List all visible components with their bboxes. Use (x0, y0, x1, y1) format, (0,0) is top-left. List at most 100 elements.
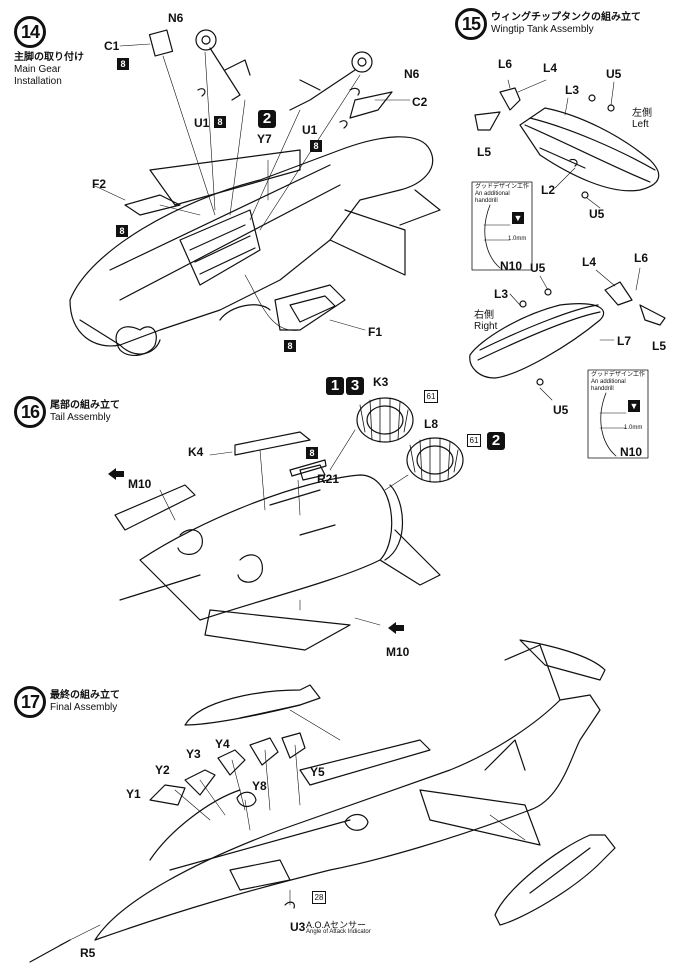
part-label-u1: U1 (194, 116, 210, 130)
step-14-title-en: Main Gear Installation (14, 64, 62, 87)
left-side-label: 左側 Left (632, 108, 652, 130)
left-side-en: Left (632, 119, 649, 130)
part-label-f1: F1 (368, 325, 383, 339)
color-badge-k3-1: 1 (326, 377, 344, 395)
part-label-r21: R21 (317, 472, 340, 486)
step14-gear-parts (124, 29, 393, 331)
part-label-n10-b: N10 (620, 445, 643, 459)
right-side-jp: 右側 (474, 310, 494, 321)
drill-size-a: 1.0mm (508, 236, 527, 242)
part-label-n6: N6 (168, 11, 184, 25)
part-label-l5-right: L5 (652, 339, 667, 353)
part-label-y8: Y8 (252, 779, 267, 793)
cement-badge-r21: 8 (306, 447, 318, 459)
step17-parts (29, 684, 616, 963)
part-label-n10: N10 (500, 259, 523, 273)
part-label-y2: Y2 (155, 763, 170, 777)
part-label-l4-right: L4 (582, 255, 597, 269)
step-17-title-en: Final Assembly (50, 702, 118, 713)
part-label-l7: L7 (617, 334, 632, 348)
paint-badge-l8: 61 (467, 434, 481, 447)
cement-badge-u1: 8 (214, 116, 226, 128)
step-15-title: ウィングチップタンクの組み立て Wingtip Tank Assembly (491, 12, 641, 36)
paint-badge-u3: 28 (312, 891, 326, 904)
drill-note-a-en2: handdrill (475, 198, 498, 204)
step-15-title-en: Wingtip Tank Assembly (491, 24, 594, 35)
part-label-u5-b: U5 (589, 207, 605, 221)
step-14-title-jp: 主脚の取り付け (14, 52, 84, 63)
part-label-l3: L3 (565, 83, 580, 97)
step15-drill-inset-a (471, 181, 533, 271)
step-16-title: 尾部の組み立て Tail Assembly (50, 400, 120, 424)
step17-leader-lines (59, 709, 526, 946)
cement-badge-c1: 8 (117, 58, 129, 70)
color-badge-l8: 2 (487, 432, 505, 450)
step-16-number: 16 (14, 396, 46, 428)
drill-note-a: グッドデザイン工作 An additional handdrill (475, 184, 529, 205)
right-side-en: Right (474, 321, 498, 332)
step15-drill-inset-b (587, 369, 649, 459)
drill-note-a-en1: An additional (475, 191, 510, 197)
color-badge-y7: 2 (258, 110, 276, 128)
part-label-y4: Y4 (215, 737, 230, 751)
drill-note-b-en2: handdrill (591, 386, 614, 392)
left-side-jp: 左側 (632, 108, 652, 119)
part-label-l6-right: L6 (634, 251, 649, 265)
step-16-title-jp: 尾部の組み立て (50, 400, 120, 411)
drill-note-b-en1: An additional (591, 379, 626, 385)
part-label-u5-d: U5 (553, 403, 569, 417)
part-label-y5: Y5 (310, 765, 325, 779)
step-15-title-jp: ウィングチップタンクの組み立て (491, 12, 641, 23)
part-label-y1: Y1 (126, 787, 141, 801)
step14-leader-lines (94, 43, 411, 331)
part-label-c2: C2 (412, 95, 428, 109)
step-17-title: 最終の組み立て Final Assembly (50, 690, 120, 714)
step-17-title-jp: 最終の組み立て (50, 690, 120, 701)
part-label-l2: L2 (541, 183, 556, 197)
part-label-l3-right: L3 (494, 287, 509, 301)
cement-badge-u1-right: 8 (310, 140, 322, 152)
part-label-l4: L4 (543, 61, 558, 75)
step14-fuselage-drawing (69, 136, 441, 357)
part-label-r5: R5 (80, 946, 96, 960)
step-15-number: 15 (455, 8, 487, 40)
u3-sensor-jp: A.O.Aセンサー (306, 920, 367, 930)
part-label-k3: K3 (373, 375, 389, 389)
part-label-n6-right: N6 (404, 67, 420, 81)
step17-aircraft-drawing (94, 639, 606, 941)
part-label-l5: L5 (477, 145, 492, 159)
part-label-u1-right: U1 (302, 123, 318, 137)
step15-leader-lines (507, 79, 641, 401)
part-label-f2: F2 (92, 177, 107, 191)
cement-badge-f1: 8 (284, 340, 296, 352)
step-16-title-en: Tail Assembly (50, 412, 111, 423)
step-14-title: 主脚の取り付け Main Gear Installation (14, 52, 84, 88)
drill-note-b: グッドデザイン工作 An additional handdrill (591, 372, 645, 393)
part-label-u5-c: U5 (530, 261, 546, 275)
u3-sensor-en: Angle of Attack Indicator (306, 929, 371, 935)
step-17-number: 17 (14, 686, 46, 718)
cement-badge-f2: 8 (116, 225, 128, 237)
drill-icon-a: ▼ (512, 212, 524, 224)
part-label-m10-b: M10 (386, 645, 410, 659)
step16-exhaust-parts (289, 397, 464, 483)
part-label-u3: U3 (290, 920, 306, 934)
step-14-number: 14 (14, 16, 46, 48)
part-label-l8: L8 (424, 417, 439, 431)
drill-icon-b: ▼ (628, 400, 640, 412)
step16-tail-drawing (114, 431, 441, 651)
part-label-c1: C1 (104, 39, 120, 53)
step15-left-tank (474, 87, 660, 199)
drill-note-b-jp: グッドデザイン工作 (591, 372, 646, 378)
drill-note-a-jp: グッドデザイン工作 (475, 184, 530, 190)
step16-arrow-markers (108, 468, 404, 634)
step15-right-tank (469, 281, 666, 386)
paint-badge-k3: 61 (424, 390, 438, 403)
step16-leader-lines (159, 429, 409, 626)
color-badge-k3-3: 3 (346, 377, 364, 395)
part-label-y3: Y3 (186, 747, 201, 761)
drill-size-b: 1.0mm (624, 425, 643, 431)
part-label-u5: U5 (606, 67, 622, 81)
